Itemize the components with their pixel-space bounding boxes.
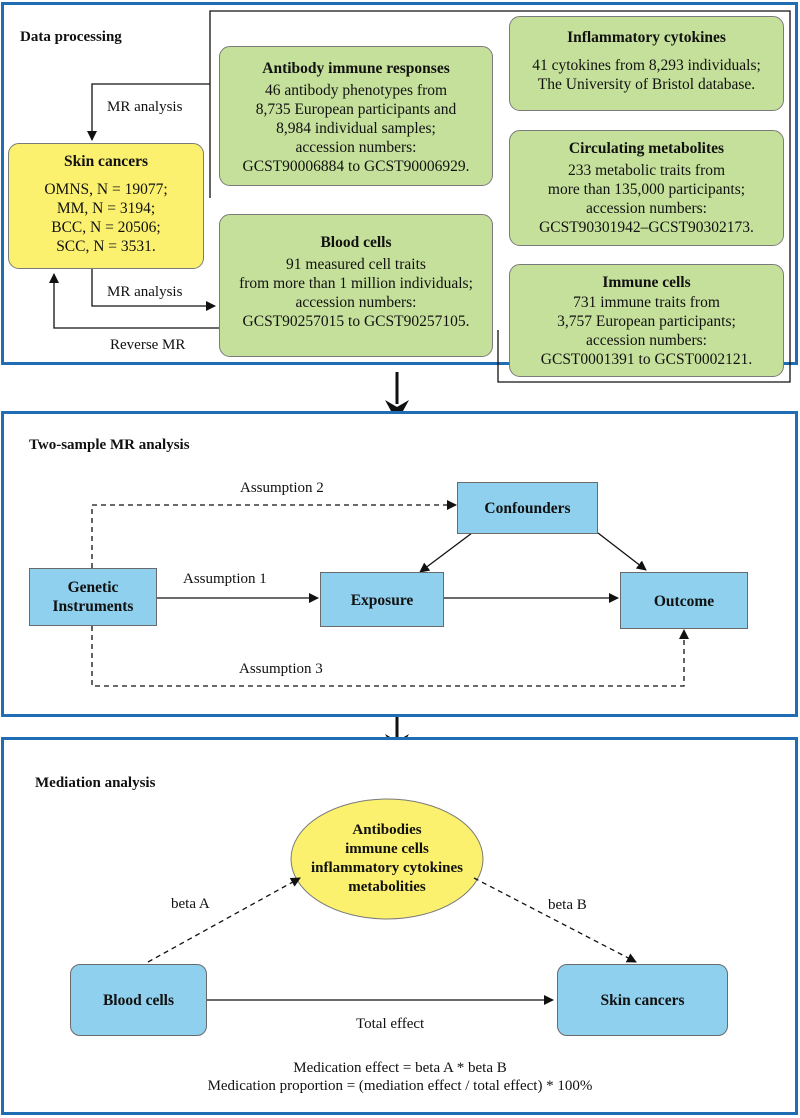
beta-a-arrow [147,877,301,963]
total-effect-label: Total effect [356,1016,425,1032]
exposure-label: Exposure [350,592,414,609]
immune-line: 731 immune traits from [573,294,720,311]
cytokines-box: Inflammatory cytokines 41 cytokines from… [509,16,784,111]
mediator-line: metabolities [348,879,426,895]
antibody-line: 46 antibody phenotypes from [264,82,448,99]
confounders-exposure-arrow [419,532,473,573]
beta-b-label: beta B [548,897,587,913]
genetic-instruments-box: Genetic Instruments [29,568,157,626]
skin-line: BCC, N = 20506; [51,219,161,236]
blood-cells-label: Blood cells [102,992,175,1009]
immune-line: accession numbers: [586,332,707,349]
skin-cancers-title: Skin cancers [64,153,148,170]
skin-cancers-box: Skin cancers OMNS, N = 19077; MM, N = 31… [8,143,204,269]
mr-analysis-label-2: MR analysis [107,284,183,300]
antibody-line: accession numbers: [295,139,417,156]
skin-line: OMNS, N = 19077; [44,181,168,198]
skin-cancers-mediation-box: Skin cancers [557,964,728,1036]
metabolites-line: 233 metabolic traits from [567,162,726,179]
blood-cells-mediation-box: Blood cells [70,964,207,1036]
panel-title-mediation: Mediation analysis [35,775,156,791]
confounders-outcome-arrow [597,532,647,571]
metabolites-title: Circulating metabolites [568,140,725,157]
panel-title-two-sample-mr: Two-sample MR analysis [29,437,190,453]
metabolites-line: accession numbers: [586,200,707,217]
antibody-box: Antibody immune responses 46 antibody ph… [219,46,493,186]
blood-cells-title: Blood cells [320,234,392,251]
immune-cells-box: Immune cells 731 immune traits from 3,75… [509,264,784,377]
beta-a-label: beta A [171,896,210,912]
blood-line: from more than 1 million individuals; [239,275,473,292]
panel-title-data-processing: Data processing [20,29,122,45]
cytokines-title: Inflammatory cytokines [567,29,726,46]
mediator-ellipse [290,798,484,920]
exposure-box: Exposure [320,572,444,627]
reverse-mr-label: Reverse MR [110,337,186,353]
mediator-text: Antibodies immune cells inflammatory cyt… [291,821,483,897]
outcome-box: Outcome [620,572,748,629]
skin-line: MM, N = 3194; [56,200,156,217]
assumption-3-label: Assumption 3 [239,661,323,677]
database-frame [209,10,791,383]
two-sample-mr-panel [1,411,798,717]
genetic-line: Instruments [52,598,134,615]
antibody-line: 8,984 individual samples; [276,120,436,137]
skin-line: SCC, N = 3531. [56,238,156,255]
confounders-box: Confounders [457,482,598,534]
skin-cancers-label: Skin cancers [600,992,685,1009]
genetic-line: Genetic [67,579,119,596]
immune-cells-title: Immune cells [602,274,691,291]
antibody-line: 8,735 European participants and [255,101,457,118]
assumption-2-arrow [91,500,457,568]
reverse-mr-arrow [49,273,219,329]
assumption-2-label: Assumption 2 [240,480,324,496]
immune-line: GCST0001391 to GCST0002121. [540,351,753,368]
blood-line: accession numbers: [295,294,417,311]
confounders-label: Confounders [484,500,571,517]
mr-analysis-label-1: MR analysis [107,99,183,115]
medication-proportion-formula: Medication proportion = (mediation effec… [207,1078,593,1094]
blood-line: 91 measured cell traits [286,256,426,273]
beta-b-arrow [473,877,637,963]
blood-cells-box: Blood cells 91 measured cell traits from… [219,214,493,357]
antibody-title: Antibody immune responses [262,60,450,77]
metabolites-line: more than 135,000 participants; [547,181,746,198]
blood-line: GCST90257015 to GCST90257105. [242,313,470,330]
assumption-1-label: Assumption 1 [183,571,267,587]
immune-line: 3,757 European participants; [557,313,736,330]
cytokines-line: 41 cytokines from 8,293 individuals; [532,57,761,74]
metabolites-box: Circulating metabolites 233 metabolic tr… [509,130,784,246]
cytokines-line: The University of Bristol database. [537,76,756,93]
mr-analysis-blood-arrow [91,268,216,311]
antibody-line: GCST90006884 to GCST90006929. [242,158,470,175]
assumption-3-arrow [91,626,689,687]
metabolites-line: GCST90301942–GCST90302173. [539,219,754,236]
mr-analysis-arrow [87,83,210,141]
mediator-line: immune cells [345,841,429,857]
mediator-line: Antibodies [352,822,422,838]
medication-effect-formula: Medication effect = beta A * beta B [293,1060,507,1076]
formula-block: Medication effect = beta A * beta B Medi… [150,1059,650,1095]
outcome-label: Outcome [653,593,715,610]
mediator-line: inflammatory cytokines [310,860,464,876]
